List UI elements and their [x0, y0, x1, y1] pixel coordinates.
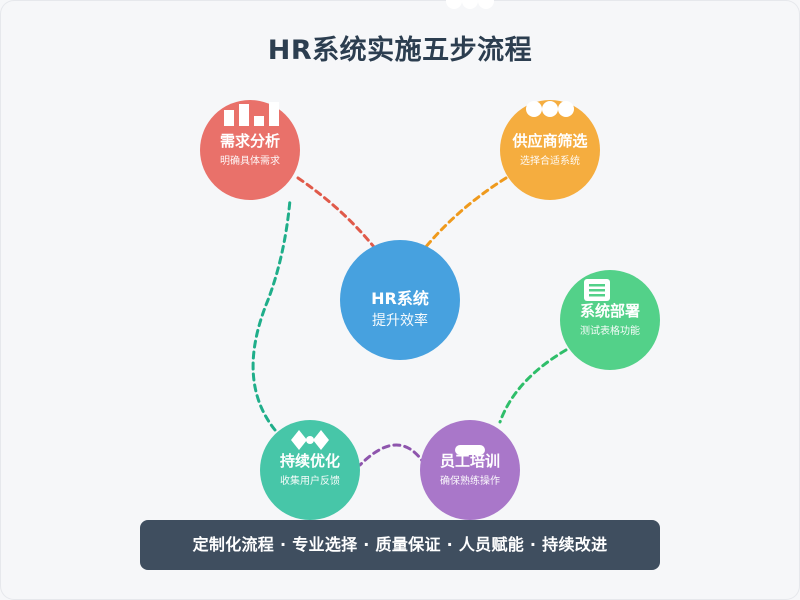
step-title-analysis: 需求分析 — [219, 132, 280, 150]
step-title-training: 员工培训 — [439, 452, 500, 470]
connector-deploy-to-training — [498, 348, 568, 424]
step-subtitle-supplier: 选择合适系统 — [520, 156, 580, 167]
connector-optimize-to-analysis — [251, 198, 292, 432]
step-title-deploy: 系统部署 — [579, 302, 640, 320]
step-node-supplier: 供应商筛选 选择合适系统 — [500, 100, 600, 200]
center-node-title: HR系统 — [371, 289, 429, 308]
step-subtitle-training: 确保熟练操作 — [440, 476, 500, 487]
book-icon — [455, 445, 485, 455]
step-subtitle-analysis: 明确具体需求 — [220, 156, 280, 167]
step-subtitle-optimize: 收集用户反馈 — [280, 476, 340, 487]
step-node-optimize: 持续优化 收集用户反馈 — [260, 420, 360, 520]
step-subtitle-deploy: 测试表格功能 — [580, 326, 640, 337]
center-node-subtitle: 提升效率 — [372, 313, 428, 329]
bar-chart-icon — [224, 102, 279, 126]
center-node: HR系统 提升效率 — [340, 240, 460, 360]
connector-training-to-optimize — [358, 443, 427, 467]
step-title-optimize: 持续优化 — [279, 452, 340, 470]
people-icon — [526, 101, 574, 117]
connector-analysis-to-center — [296, 176, 380, 254]
step-node-deploy: 系统部署 测试表格功能 — [560, 270, 660, 370]
step-title-supplier: 供应商筛选 — [512, 132, 588, 150]
page-title: HR系统实施五步流程 — [267, 35, 533, 66]
summary-banner: 定制化流程 · 专业选择 · 质量保证 · 人员赋能 · 持续改进 — [140, 520, 660, 570]
top-decoration-icon — [446, 0, 494, 9]
gears-icon — [291, 430, 329, 450]
step-node-training: 员工培训 确保熟练操作 — [420, 420, 520, 520]
connector-supplier-to-center — [418, 176, 508, 256]
step-node-analysis: 需求分析 明确具体需求 — [200, 100, 300, 200]
document-icon — [584, 279, 610, 301]
